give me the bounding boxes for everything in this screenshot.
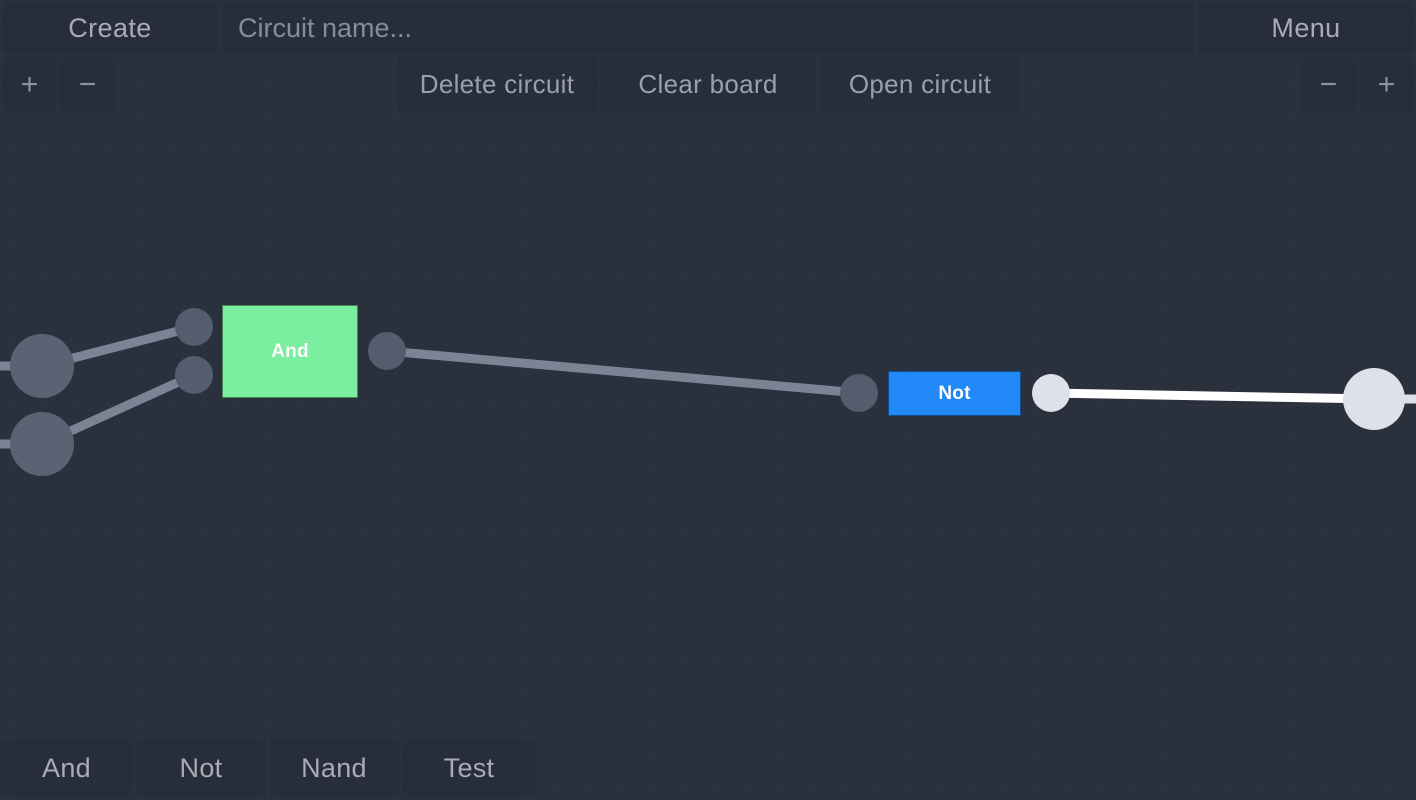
gate-pin-output[interactable] (1032, 374, 1070, 412)
gate-not[interactable]: Not (888, 371, 1021, 416)
delete-circuit-button[interactable]: Delete circuit (396, 56, 598, 113)
clear-board-button[interactable]: Clear board (600, 56, 816, 113)
palette-item-nand[interactable]: Nand (269, 739, 399, 797)
gate-pin-input[interactable] (175, 308, 213, 346)
top-bar: Create Menu (0, 0, 1416, 56)
palette-item-and[interactable]: And (0, 739, 133, 797)
gate-pin-input[interactable] (175, 356, 213, 394)
palette-item-test[interactable]: Test (402, 739, 536, 797)
circuit-name-input[interactable] (222, 2, 1194, 54)
create-button[interactable]: Create (2, 2, 218, 54)
tool-row: + − Delete circuit Clear board Open circ… (0, 56, 1416, 114)
add-output-button[interactable]: + (1359, 56, 1414, 113)
remove-input-button[interactable]: − (60, 56, 115, 113)
gate-pin-output[interactable] (368, 332, 406, 370)
gate-pin-input[interactable] (840, 374, 878, 412)
wire[interactable] (386, 346, 860, 398)
open-circuit-button[interactable]: Open circuit (820, 56, 1020, 113)
wire[interactable] (1050, 388, 1375, 404)
remove-output-button[interactable]: − (1301, 56, 1356, 113)
add-input-button[interactable]: + (2, 56, 57, 113)
io-node-input[interactable] (10, 412, 74, 476)
io-node-output[interactable] (1343, 368, 1405, 430)
io-node-input[interactable] (10, 334, 74, 398)
menu-button[interactable]: Menu (1198, 2, 1414, 54)
palette-item-not[interactable]: Not (136, 739, 266, 797)
gate-and[interactable]: And (222, 305, 358, 398)
